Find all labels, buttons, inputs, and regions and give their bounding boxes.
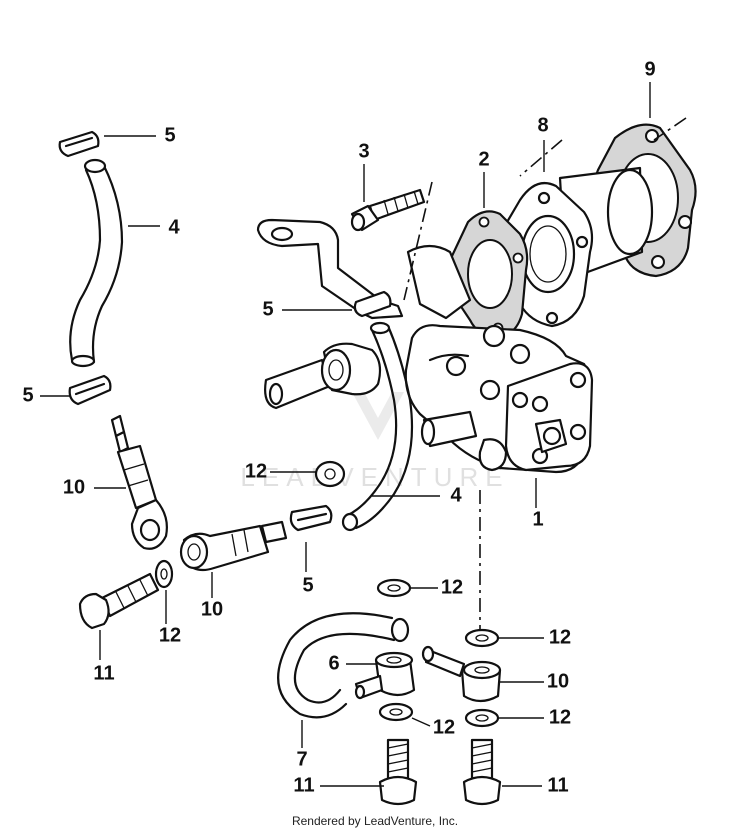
washers-12-right xyxy=(464,628,500,728)
bolt-11-left xyxy=(78,572,160,630)
hose-clamp-5-center xyxy=(353,290,392,318)
callout-8: 8 xyxy=(537,114,548,136)
callout-12-upper-right: 12 xyxy=(549,626,571,648)
banjo-fitting-10-lower xyxy=(421,645,502,703)
leader-lines xyxy=(40,82,651,787)
watermark: LEADVENTURE xyxy=(240,392,509,492)
callout-11-left: 11 xyxy=(93,662,114,684)
callout-numbers: 9 8 2 3 5 4 5 5 10 12 4 1 5 10 12 11 12 … xyxy=(22,58,655,796)
hose-clamp-5-upper xyxy=(58,130,100,158)
watermark-text: LEADVENTURE xyxy=(240,462,509,492)
bolt-11-middle xyxy=(378,738,418,806)
callout-5-bottom: 5 xyxy=(302,574,313,596)
hose-4-left xyxy=(69,158,124,368)
callout-9: 9 xyxy=(644,58,655,80)
callout-7: 7 xyxy=(296,748,307,770)
gasket-2 xyxy=(448,210,529,340)
callout-5-lower-left: 5 xyxy=(22,384,33,406)
alignment-line-2 xyxy=(519,139,563,177)
hose-clamp-5-lower xyxy=(68,374,112,406)
callout-4-left: 4 xyxy=(168,216,180,238)
callout-11-middle: 11 xyxy=(293,774,314,796)
alignment-line-3 xyxy=(653,117,687,141)
callout-10-middle: 10 xyxy=(201,598,223,620)
callout-12-lower-middle: 12 xyxy=(433,716,455,738)
hose-7 xyxy=(277,612,410,719)
callout-2: 2 xyxy=(478,148,489,170)
footer-credit: Rendered by LeadVenture, Inc. xyxy=(291,814,459,828)
callout-10-right: 10 xyxy=(547,670,569,692)
oil-pump-1 xyxy=(404,324,594,474)
bolt-11-right xyxy=(462,738,502,806)
callout-11-right: 11 xyxy=(547,774,568,796)
banjo-fitting-6 xyxy=(354,651,416,700)
hose-4-center xyxy=(341,321,414,532)
callout-5-center: 5 xyxy=(262,298,273,320)
callout-12-center: 12 xyxy=(245,460,267,482)
callout-4-center: 4 xyxy=(450,484,462,506)
callout-10-left: 10 xyxy=(63,476,85,498)
callout-12-left: 12 xyxy=(159,624,181,646)
hose-clamp-5-bottom xyxy=(289,504,333,532)
alignment-line-1 xyxy=(403,181,433,301)
callout-6: 6 xyxy=(328,652,339,674)
washer-12-center xyxy=(314,460,346,488)
callout-12-lower-right: 12 xyxy=(549,706,571,728)
mounting-bracket xyxy=(256,218,472,410)
spacer-8 xyxy=(495,166,654,328)
callout-12-upper-middle: 12 xyxy=(441,576,463,598)
washer-12-left xyxy=(154,559,174,589)
bolt-3 xyxy=(350,188,426,232)
callout-5-upper-left: 5 xyxy=(164,124,175,146)
banjo-fitting-10-right xyxy=(179,520,288,572)
banjo-fitting-10-left xyxy=(110,414,168,550)
callout-3: 3 xyxy=(358,140,369,162)
callout-1: 1 xyxy=(532,508,543,530)
washers-12-middle xyxy=(376,578,414,722)
